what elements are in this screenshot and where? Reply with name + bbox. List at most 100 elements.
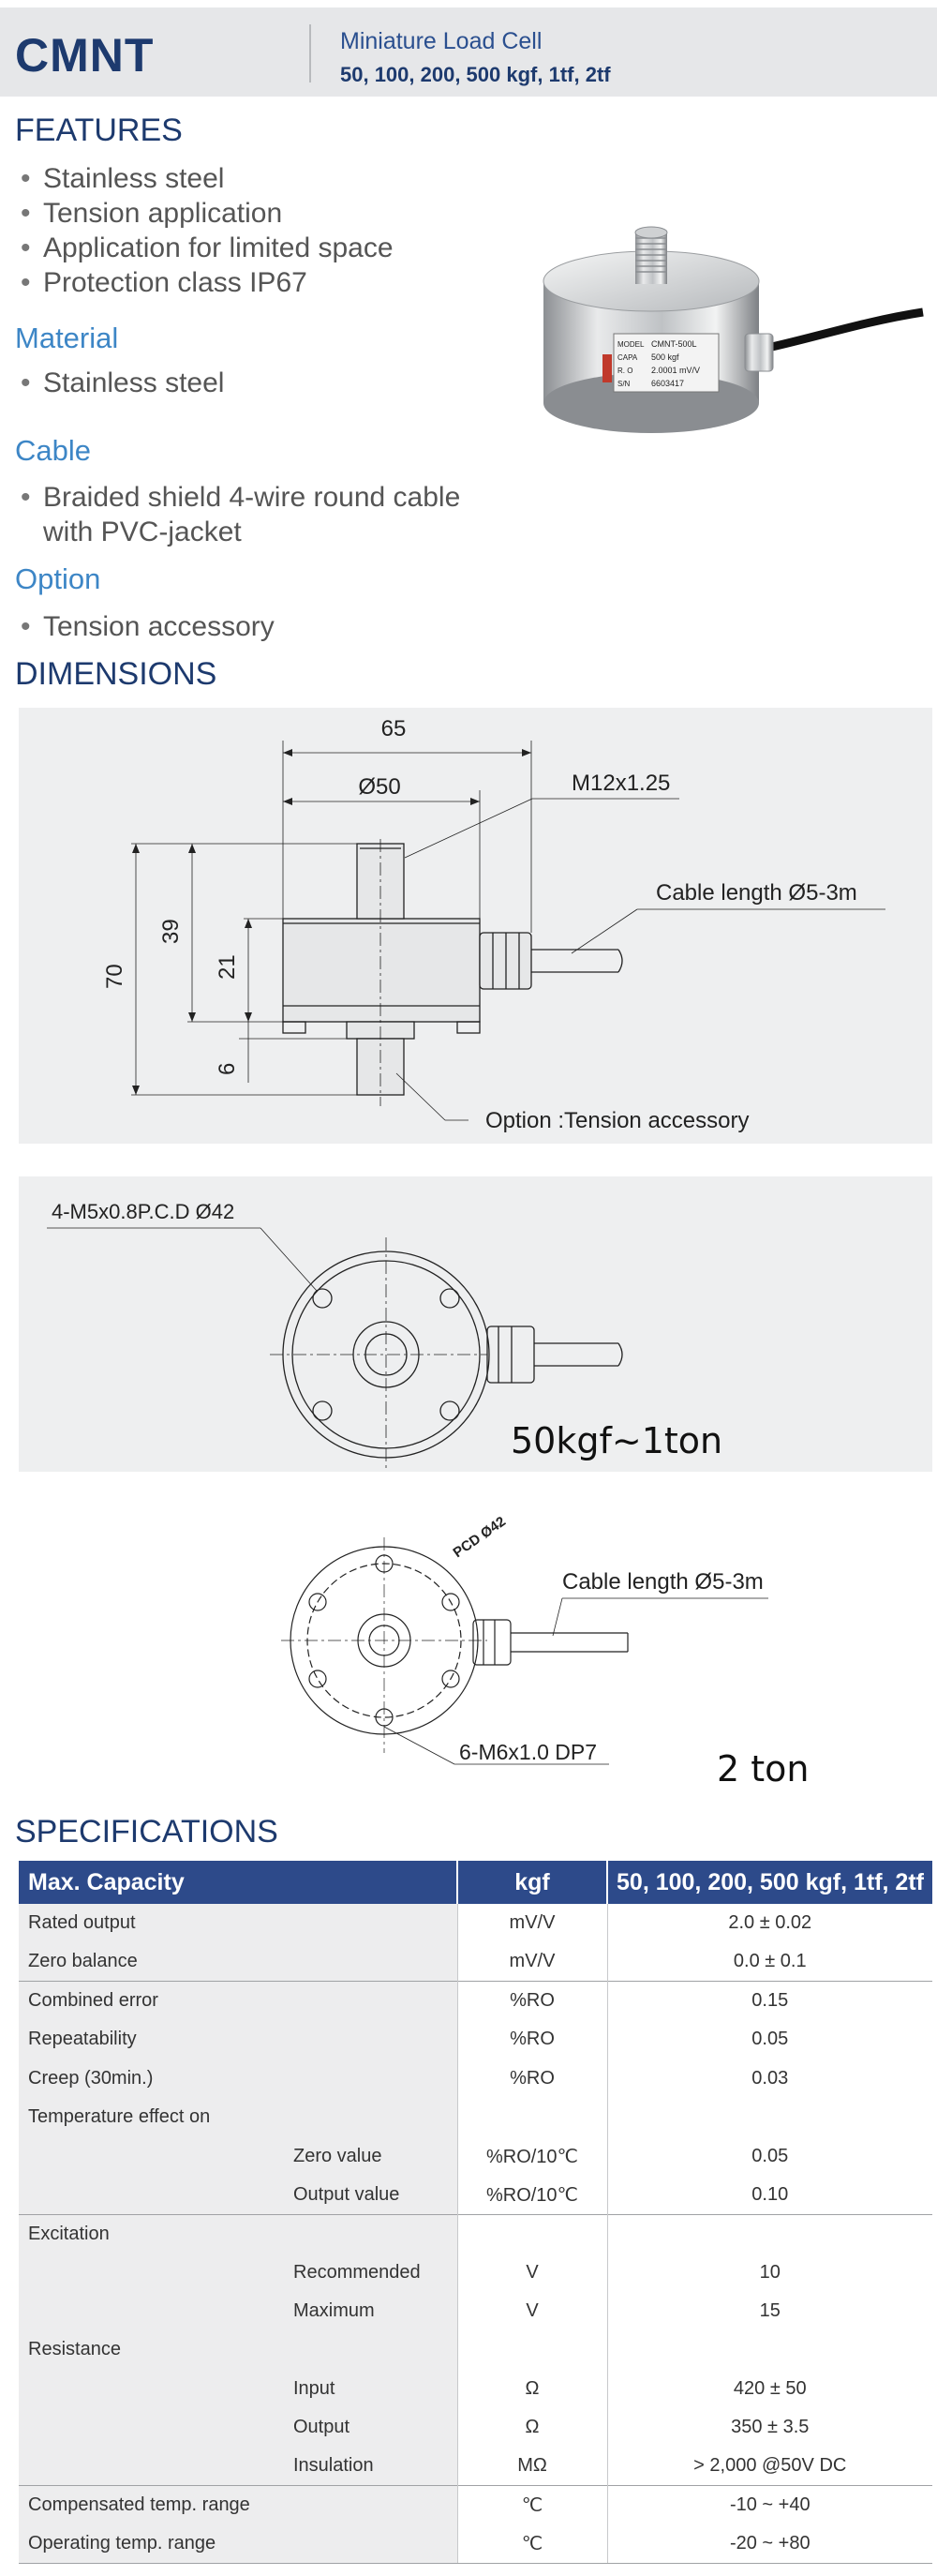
table-row: Zero balance mV/V 0.0 ± 0.1 (19, 1942, 932, 1982)
spec-sublabel (284, 2020, 458, 2059)
feature-item: Tension application (19, 196, 394, 231)
option-list: Tension accessory (19, 609, 275, 644)
dimensions-heading: DIMENSIONS (15, 656, 217, 692)
spec-value (607, 2213, 932, 2254)
spec-label (19, 2447, 284, 2486)
cable-item: Braided shield 4-wire round cable with P… (19, 480, 460, 549)
feature-item: Application for limited space (19, 231, 394, 265)
photo-label-capa-key: CAPA (617, 353, 638, 362)
header-bar: CMNT Miniature Load Cell 50, 100, 200, 5… (0, 7, 937, 97)
spec-value: 0.05 (751, 2029, 789, 2050)
spec-label (19, 2291, 284, 2331)
cable-list: Braided shield 4-wire round cable with P… (19, 480, 460, 549)
dim-50: Ø50 (358, 774, 400, 800)
table-row: Recommended V 10 (19, 2253, 932, 2292)
table-row: Output value %RO/10℃ 0.10 (19, 2175, 932, 2215)
dim-70: 70 (102, 964, 127, 989)
product-subtitle: Miniature Load Cell (340, 28, 543, 54)
table-row: Repeatability %RO 0.05 (19, 2020, 932, 2059)
material-heading: Material (15, 322, 119, 354)
header-divider (309, 24, 311, 82)
spec-unit: %RO/10℃ (457, 2175, 608, 2215)
photo-label-model-val: CMNT-500L (651, 339, 697, 349)
spec-value: -20 ~ +80 (607, 2524, 932, 2565)
option-note: Option :Tension accessory (485, 1108, 749, 1133)
spec-value: 15 (759, 2300, 781, 2322)
features-list: Stainless steel Tension application Appl… (19, 161, 394, 300)
photo-label-model-key: MODEL (617, 340, 645, 349)
spec-label: Creep (30min.) (19, 2059, 284, 2098)
spec-label (19, 2408, 284, 2448)
thread-label: M12x1.25 (572, 771, 670, 796)
spec-unit: mV/V (457, 1942, 608, 1982)
spec-sublabel: Output (284, 2408, 458, 2448)
spec-unit: ℃ (457, 2485, 608, 2525)
side-view-drawing: 65 Ø50 M12x1.25 Cable length Ø5-3m 39 21… (19, 708, 932, 1144)
model-name: CMNT (15, 29, 155, 82)
table-row: Temperature effect on (19, 2097, 932, 2137)
spec-unit: mV/V (457, 1904, 608, 1943)
spec-label (19, 2253, 284, 2292)
spec-value: -10 ~ +40 (607, 2485, 932, 2525)
spec-header-unit: kgf (457, 1861, 608, 1904)
cable-heading: Cable (15, 434, 91, 467)
spec-sublabel: Input (284, 2369, 458, 2409)
pcd-label: PCD Ø42 (451, 1514, 509, 1562)
spec-sublabel (284, 2213, 458, 2254)
spec-sublabel (284, 1981, 458, 2021)
cable-line-2: with PVC-jacket (43, 517, 242, 547)
table-row: Rated output mV/V 2.0 ± 0.02 (19, 1904, 932, 1943)
cable-length-label: Cable length Ø5-3m (656, 880, 857, 906)
spec-label (19, 2175, 284, 2215)
dim-21: 21 (215, 954, 240, 980)
spec-label: Compensated temp. range (19, 2485, 458, 2525)
spec-unit: %RO (457, 2059, 608, 2098)
spec-label (19, 2369, 284, 2409)
spec-unit: %RO (457, 2020, 608, 2059)
capacity-list: 50, 100, 200, 500 kgf, 1tf, 2tf (340, 63, 611, 86)
spec-label: Repeatability (19, 2020, 284, 2059)
table-row: Zero value %RO/10℃ 0.05 (19, 2136, 932, 2176)
spec-label: Zero balance (19, 1942, 458, 1982)
cable-length-label-2: Cable length Ø5-3m (562, 1569, 764, 1595)
spec-label: Temperature effect on (19, 2097, 284, 2137)
photo-label-sn-val: 6603417 (651, 379, 684, 388)
photo-label-sn-key: S/N (617, 380, 631, 388)
spec-value: 350 ± 3.5 (731, 2417, 810, 2438)
spec-unit (457, 2330, 608, 2370)
option-item: Tension accessory (19, 609, 275, 644)
spec-value (607, 2330, 932, 2369)
spec-unit: Ω (457, 2408, 608, 2448)
photo-label-ro-val: 2.0001 mV/V (651, 366, 700, 375)
bolt-pattern-label: 4-M5x0.8P.C.D Ø42 (52, 1200, 234, 1223)
spec-label: Operating temp. range (19, 2524, 458, 2565)
spec-label: Resistance (19, 2330, 284, 2370)
range-note: 50kgf~1ton (511, 1420, 723, 1461)
spec-label (19, 2136, 284, 2176)
table-row: Creep (30min.) %RO 0.03 (19, 2059, 932, 2098)
dim-39: 39 (158, 919, 184, 944)
feature-item: Protection class IP67 (19, 265, 394, 300)
dim-6: 6 (215, 1063, 240, 1075)
product-photo: MODEL CMNT-500L CAPA 500 kgf R. O 2.0001… (525, 223, 928, 439)
spec-unit: ℃ (457, 2524, 608, 2565)
spec-value: 0.15 (607, 1981, 932, 2021)
table-row: Compensated temp. range ℃ -10 ~ +40 (19, 2485, 932, 2525)
range-note-2: 2 ton (717, 1748, 810, 1790)
option-heading: Option (15, 562, 101, 595)
specifications-heading: SPECIFICATIONS (15, 1814, 278, 1850)
spec-label: Combined error (19, 1981, 284, 2021)
spec-label: Excitation (19, 2213, 284, 2254)
spec-unit: %RO/10℃ (457, 2136, 608, 2176)
spec-header-capacity: Max. Capacity (19, 1861, 458, 1904)
spec-sublabel: Recommended (284, 2253, 458, 2292)
top-view-drawing-6hole: PCD Ø42 Cable length Ø5-3m 6-M6x1.0 DP7 (272, 1509, 815, 1790)
table-row: Insulation MΩ > 2,000 @50V DC (19, 2447, 932, 2486)
spec-value (607, 2098, 932, 2136)
spec-sublabel (284, 2097, 458, 2137)
spec-value: > 2,000 @50V DC (693, 2455, 847, 2477)
table-row: Resistance (19, 2330, 932, 2370)
spec-unit: MΩ (457, 2447, 608, 2486)
spec-header-values: 50, 100, 200, 500 kgf, 1tf, 2tf (607, 1861, 932, 1904)
spec-sublabel: Zero value (284, 2136, 458, 2176)
